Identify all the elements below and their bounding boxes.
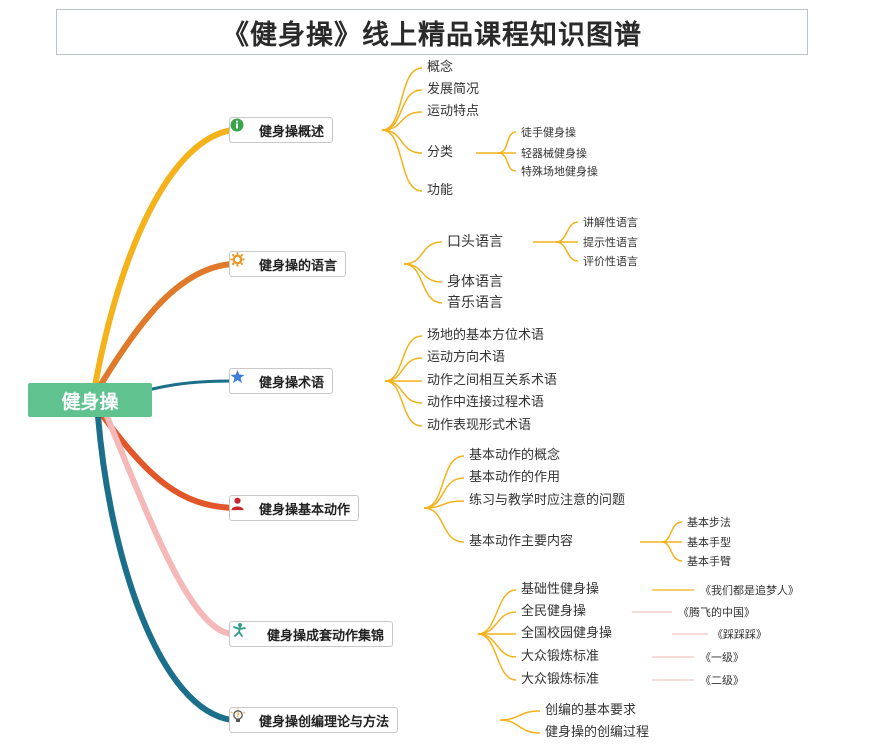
song-tag[interactable]: 《二级》	[700, 674, 744, 687]
branch-label: 健身操的语言	[259, 258, 338, 274]
branch-overview[interactable]: 健身操概述	[229, 117, 334, 143]
dancer-icon	[233, 623, 260, 642]
subleaf-item[interactable]: 轻器械健身操	[521, 147, 587, 160]
leaf-item[interactable]: 发展简况	[427, 82, 480, 97]
branch-label: 健身操基本动作	[259, 502, 351, 518]
leaf-item[interactable]: 基础性健身操	[521, 582, 600, 597]
trunk-create	[95, 415, 233, 723]
branch-label: 健身操概述	[259, 124, 325, 140]
bulb-icon: ?	[230, 708, 252, 728]
leaf-item[interactable]: 动作之间相互关系术语	[427, 373, 558, 388]
subleaf-item[interactable]: 提示性语言	[583, 236, 638, 249]
leaf-item[interactable]: 创编的基本要求	[545, 703, 637, 718]
song-tag[interactable]: 《腾飞的中国》	[678, 606, 755, 619]
song-tag[interactable]: 《我们都是追梦人》	[700, 584, 799, 597]
leaf-item[interactable]: 大众锻炼标准	[521, 672, 600, 687]
leaf-item[interactable]: 运动方向术语	[427, 350, 506, 365]
page-title: 《健身操》线上精品课程知识图谱	[56, 9, 808, 55]
leaf-item[interactable]: 全国校园健身操	[521, 626, 613, 641]
leaf-item[interactable]: 身体语言	[447, 274, 503, 290]
song-tag[interactable]: 《踩踩踩》	[712, 628, 767, 641]
branch-terms[interactable]: 健身操术语	[229, 368, 334, 394]
trunk-language	[97, 261, 233, 388]
leaf-item[interactable]: 运动特点	[427, 104, 480, 119]
leaf-item[interactable]: 全民健身操	[521, 604, 587, 619]
trunk-sets	[103, 412, 233, 637]
leaf-item[interactable]: 基本动作主要内容	[469, 534, 574, 549]
leaf-item[interactable]: 大众锻炼标准	[521, 649, 600, 664]
branch-label: 健身操术语	[259, 375, 325, 391]
subleaf-item[interactable]: 徒手健身操	[521, 126, 576, 139]
branch-basic-moves[interactable]: 健身操基本动作	[229, 495, 360, 521]
subleaf-item[interactable]: 基本手臂	[687, 555, 731, 568]
leaf-item[interactable]: 动作表现形式术语	[427, 418, 532, 433]
leaf-item[interactable]: 口头语言	[447, 234, 503, 250]
subleaf-item[interactable]: 基本手型	[687, 536, 731, 549]
person-icon	[231, 497, 252, 516]
leaf-item[interactable]: 健身操的创编过程	[545, 725, 650, 740]
subleaf-item[interactable]: 讲解性语言	[583, 216, 638, 229]
branch-choreography[interactable]: ? 健身操创编理论与方法	[229, 707, 399, 733]
info-icon	[230, 118, 252, 138]
trunk-overview	[92, 127, 233, 387]
leaf-item[interactable]: 概念	[427, 60, 454, 75]
subleaf-item[interactable]: 评价性语言	[583, 255, 638, 268]
root-node[interactable]: 健身操	[28, 383, 152, 417]
branch-label: 健身操成套动作集锦	[267, 628, 385, 644]
star-icon	[230, 369, 252, 389]
leaf-item[interactable]: 音乐语言	[447, 295, 503, 311]
gear-icon	[230, 252, 252, 272]
leaf-item[interactable]: 练习与教学时应注意的问题	[469, 493, 626, 508]
branch-label: 健身操创编理论与方法	[259, 714, 390, 730]
branch-routines[interactable]: 健身操成套动作集锦	[229, 621, 394, 647]
leaf-item[interactable]: 分类	[427, 145, 454, 160]
trunk-basic	[97, 410, 233, 511]
subleaf-item[interactable]: 基本步法	[687, 516, 731, 529]
branch-language[interactable]: 健身操的语言	[229, 251, 347, 277]
leaf-item[interactable]: 功能	[427, 183, 454, 198]
leaf-item[interactable]: 基本动作的概念	[469, 448, 561, 463]
leaf-item[interactable]: 场地的基本方位术语	[427, 328, 545, 343]
leaf-item[interactable]: 动作中连接过程术语	[427, 395, 545, 410]
subleaf-item[interactable]: 特殊场地健身操	[521, 165, 598, 178]
svg-text:?: ?	[236, 712, 240, 719]
song-tag[interactable]: 《一级》	[700, 651, 744, 664]
leaf-item[interactable]: 基本动作的作用	[469, 470, 561, 485]
